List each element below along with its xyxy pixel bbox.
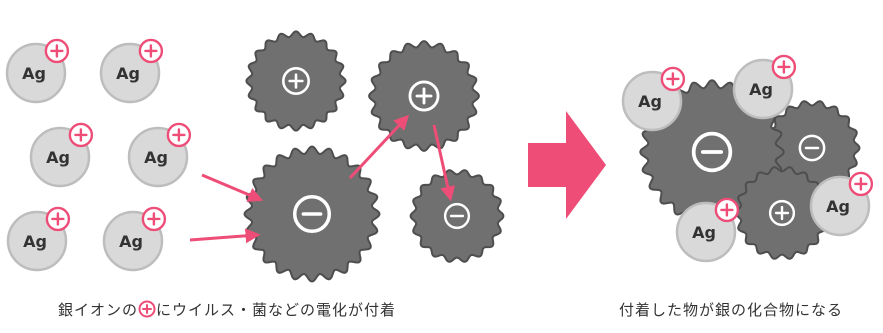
plus-charge-icon [166,122,192,148]
silver-ion: Ag [102,206,167,272]
silver-ion: Ag [675,197,740,263]
small-negative-cell [409,169,505,263]
ion-label: Ag [119,232,143,251]
silver-ion: Ag [29,122,94,188]
attraction-arrow [201,173,264,202]
caption-left-suffix: にウイルス・菌などの電化が付着 [156,301,397,319]
ion-label: Ag [749,80,773,99]
plus-charge-icon [138,38,164,64]
attraction-arrow [432,124,456,202]
minus-charge-icon [691,131,733,173]
positive-cell [245,30,347,132]
right-arrow-icon [528,111,606,219]
plus-charge-icon [660,66,686,92]
ion-label: Ag [826,197,850,216]
attraction-arrow [189,228,261,244]
silver-ion: Ag [99,38,164,104]
ion-label: Ag [23,232,47,251]
plus-charge-icon [45,206,71,232]
silver-ion: Ag [127,122,192,188]
plus-charge-icon [768,199,796,227]
ion-label: Ag [638,92,662,111]
minus-charge-icon [443,202,471,230]
minus-charge-icon [798,134,826,162]
plus-charge-icon [714,197,740,223]
large-negative-cell [243,145,381,283]
plus-charge-icon [848,171,874,197]
silver-ion: Ag [809,171,874,237]
attraction-arrow [348,114,410,180]
minus-charge-icon [292,194,332,234]
right-panel: Ag Ag Ag Ag [621,54,874,263]
ion-label: Ag [692,223,716,242]
silver-ion: Ag [732,54,797,120]
caption-left-prefix: 銀イオンの [58,301,139,319]
plus-charge-icon [138,300,156,318]
plus-charge-icon [141,206,167,232]
caption-left: 銀イオンのにウイルス・菌などの電化が付着 [58,300,396,320]
left-panel: Ag Ag Ag Ag Ag Ag [5,30,505,283]
silver-ion: Ag [621,66,686,132]
plus-charge-icon [282,67,310,95]
silver-ion: Ag [5,38,70,104]
plus-charge-icon [408,80,440,112]
ion-label: Ag [46,148,70,167]
plus-charge-icon [44,38,70,64]
ion-label: Ag [144,148,168,167]
caption-right: 付着した物が銀の化合物になる [619,300,843,320]
caption-right-text: 付着した物が銀の化合物になる [619,301,844,319]
silver-ion: Ag [6,206,71,272]
ion-label: Ag [116,64,140,83]
plus-charge-icon [771,54,797,80]
positive-cell [368,40,480,152]
plus-charge-icon [68,122,94,148]
ion-label: Ag [22,64,46,83]
